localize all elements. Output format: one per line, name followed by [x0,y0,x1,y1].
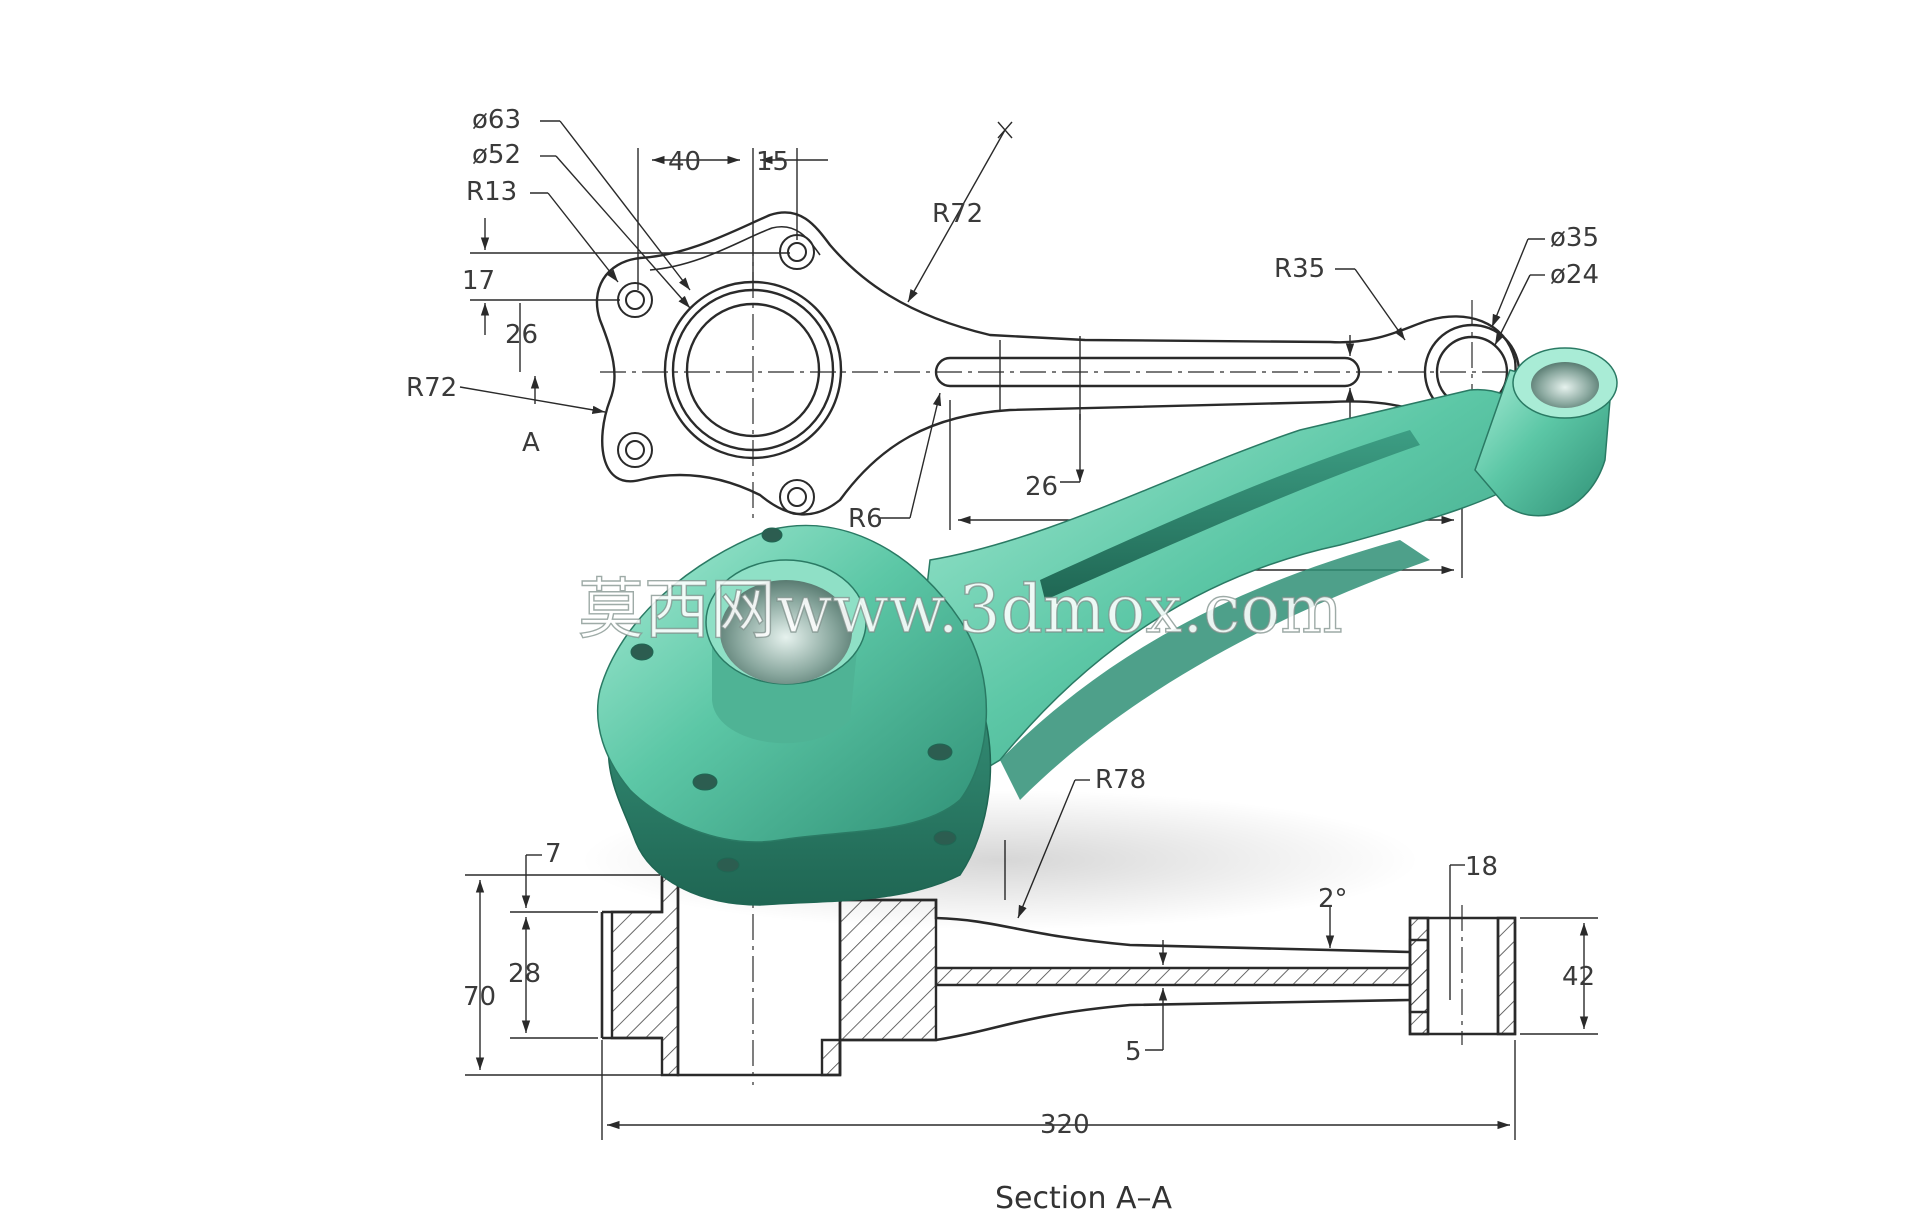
flange-inner-outline [649,225,821,271]
section-dimension-labels: 7 70 28 R78 2° 18 42 5 320 Section A–A [463,765,1595,1216]
dim-w40: 40 [668,147,701,177]
rendered-3d-model [580,347,1618,930]
dim-d52: ø52 [472,140,521,170]
dim-h42: 42 [1562,962,1595,992]
dim-h17: 17 [462,266,495,296]
arm-slot [934,356,1361,388]
model-arm-slot [1040,430,1420,600]
dim-r35: R35 [1274,254,1325,284]
boss-circle-52 [685,302,821,438]
dim-t5: 5 [1125,1037,1142,1067]
dim-d24: ø24 [1550,260,1599,290]
plan-dimension-labels: ø63 ø52 R13 40 15 R72 17 26 R72 A R6 26 … [406,105,1599,534]
dim-r72-top: R72 [932,199,983,229]
dim-r6: R6 [848,504,883,534]
watermark-text: 莫西网www.3dmox.com [578,571,1343,648]
dim-w18: 18 [1465,852,1498,882]
section-caption: Section A–A [995,1181,1173,1216]
section-label-a: A [522,428,540,458]
dim-r72-left: R72 [406,373,457,403]
section-dimension-lines [465,779,1598,1140]
dim-d35: ø35 [1550,223,1599,253]
model-bore [720,580,852,684]
model-bolt-holes [630,527,957,873]
dim-w15: 15 [756,147,789,177]
section-view [600,830,1517,1085]
dim-t7: 7 [545,839,562,869]
dim-d63: ø63 [472,105,521,135]
dim-slot26: 26 [1025,472,1058,502]
dim-h26-left: 26 [505,320,538,350]
dim-r13: R13 [466,177,517,207]
dim-h70: 70 [463,982,496,1012]
bolt-holes [617,234,815,515]
dim-r78: R78 [1095,765,1146,795]
dim-h28: 28 [508,959,541,989]
section-hatching [610,873,1517,1077]
dim-len320: 320 [1040,1110,1090,1140]
